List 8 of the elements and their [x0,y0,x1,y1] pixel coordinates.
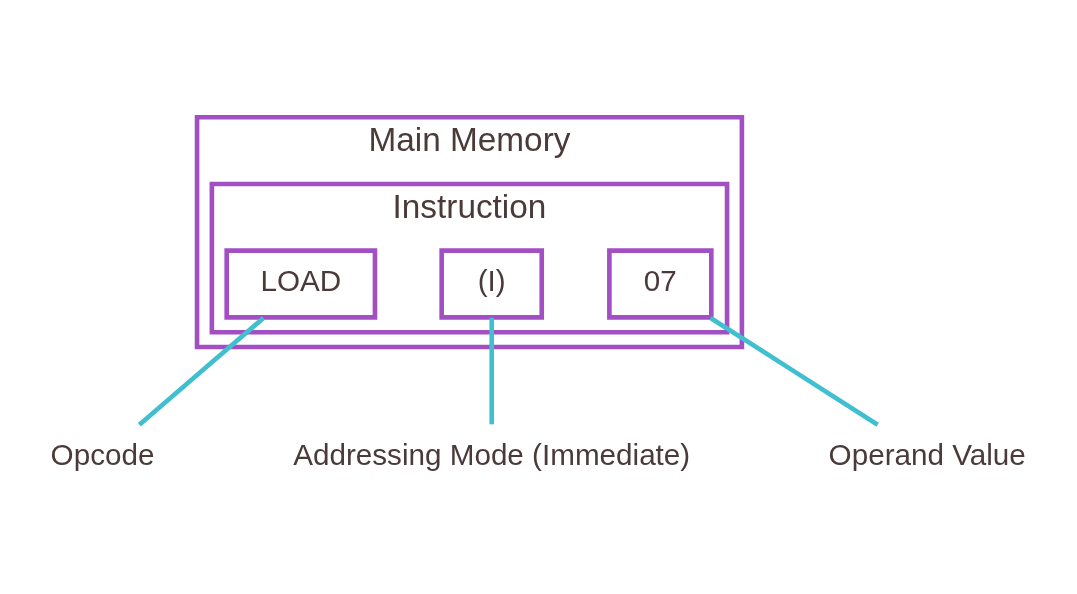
connector [489,317,495,425]
node-text: Operand Value [828,438,1026,472]
node-box: LOAD [224,248,378,320]
connector [709,316,879,427]
node-box: (I) [439,248,545,320]
node-text: Addressing Mode (Immediate) [293,438,691,472]
node-box: 07 [607,248,714,320]
node-text: Opcode [50,438,155,472]
